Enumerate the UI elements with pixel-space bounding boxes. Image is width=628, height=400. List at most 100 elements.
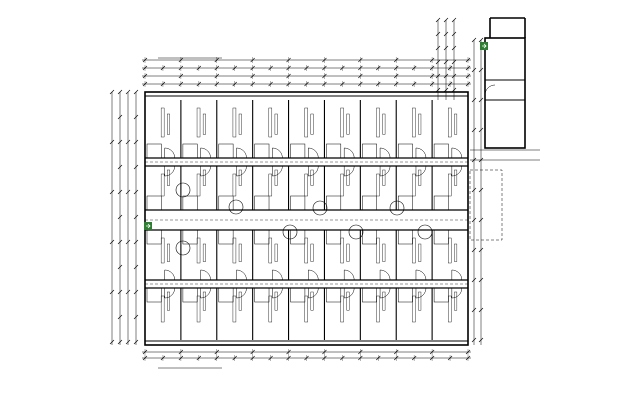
dimension-tick xyxy=(478,127,484,133)
door-swing-icon xyxy=(164,147,175,159)
room-area-text xyxy=(238,169,242,186)
room-label-block xyxy=(304,295,308,323)
dimension-lines xyxy=(109,17,484,369)
dimension-tick xyxy=(478,217,484,223)
dimension-tick xyxy=(125,139,131,145)
room-label-block xyxy=(232,295,237,323)
bathroom xyxy=(397,143,413,159)
bathroom xyxy=(433,287,449,303)
room-label-block xyxy=(376,237,380,264)
dimension-tick xyxy=(471,97,477,103)
exit-signs xyxy=(144,42,488,230)
room-area-text xyxy=(346,169,350,186)
room-label-block xyxy=(376,173,380,197)
room-area-text xyxy=(382,169,386,186)
room-area-text xyxy=(310,291,314,311)
column-round xyxy=(389,200,405,216)
dimension-tick xyxy=(133,239,139,245)
door-swing-icon xyxy=(415,147,427,159)
room-area-text xyxy=(382,291,386,311)
room-area-text xyxy=(167,243,170,262)
door-swing-icon xyxy=(164,287,175,299)
door-swing-icon xyxy=(343,165,355,177)
door-swing-icon xyxy=(236,287,247,299)
room-area-text xyxy=(202,291,206,311)
bathroom xyxy=(182,195,198,211)
room-label-block xyxy=(268,295,273,323)
column-round xyxy=(417,224,433,240)
bathroom xyxy=(182,143,198,159)
room-label-block xyxy=(196,173,201,197)
bathroom xyxy=(397,287,413,303)
dimension-tick xyxy=(443,17,449,23)
dimension-tick xyxy=(451,17,457,23)
bathroom xyxy=(362,195,377,211)
room-label-block xyxy=(160,237,165,264)
dimension-tick xyxy=(471,217,477,223)
dimension-tick xyxy=(443,31,449,37)
room-area-text xyxy=(346,291,350,311)
room-label-block xyxy=(340,295,344,323)
dimension-tick xyxy=(125,239,131,245)
room-area-text xyxy=(202,169,206,186)
bathroom xyxy=(362,143,377,159)
room-label-block xyxy=(232,107,237,138)
dimension-tick xyxy=(117,339,123,345)
bathroom xyxy=(290,143,306,159)
room-label-block xyxy=(232,237,237,264)
room-area-text xyxy=(346,113,350,135)
walls xyxy=(144,91,469,346)
dimension-tick xyxy=(133,314,139,320)
rooms xyxy=(146,100,458,340)
dimension-tick xyxy=(478,307,484,313)
door-swing-icon xyxy=(451,269,463,281)
dimension-tick xyxy=(125,289,131,295)
room-area-text xyxy=(238,291,242,311)
door-swing-icon xyxy=(343,287,355,299)
dimension-tick xyxy=(133,289,139,295)
bathroom xyxy=(326,195,342,211)
bathroom xyxy=(433,229,449,245)
room-label-block xyxy=(448,295,452,323)
room-area-text xyxy=(382,243,386,262)
door-swing-icon xyxy=(308,287,319,299)
dimension-tick xyxy=(109,139,115,145)
door-swing-icon xyxy=(415,269,427,281)
bathroom xyxy=(433,195,449,211)
room-label-block xyxy=(160,295,165,323)
bathroom xyxy=(326,229,342,245)
dimension-tick xyxy=(117,89,123,95)
dimension-tick xyxy=(471,247,477,253)
bathroom xyxy=(290,195,306,211)
door-swing-icon xyxy=(484,84,496,96)
door-swing-icon xyxy=(379,287,391,299)
dimension-tick xyxy=(471,127,477,133)
dimension-tick xyxy=(117,139,123,145)
room-area-text xyxy=(454,243,458,262)
room-area-text xyxy=(310,169,314,186)
room-area-text xyxy=(418,243,422,262)
doors xyxy=(164,147,463,299)
room-label-block xyxy=(160,173,165,197)
room-area-text xyxy=(167,169,170,186)
dimension-tick xyxy=(478,247,484,253)
bathroom xyxy=(254,229,270,245)
room-label-block xyxy=(304,173,308,197)
room-label-block xyxy=(304,237,308,264)
door-swing-icon xyxy=(272,165,283,177)
dimension-tick xyxy=(117,114,123,120)
bathroom xyxy=(290,287,306,303)
dimension-tick xyxy=(109,289,115,295)
bathroom xyxy=(182,287,198,303)
dimension-tick xyxy=(133,139,139,145)
door-swing-icon xyxy=(164,269,175,281)
door-swing-icon xyxy=(272,287,283,299)
dimension-tick xyxy=(109,189,115,195)
dimension-tick xyxy=(133,189,139,195)
dimension-tick xyxy=(471,307,477,313)
dimension-tick xyxy=(133,264,139,270)
door-swing-icon xyxy=(451,147,463,159)
door-swing-icon xyxy=(415,287,427,299)
room-area-text xyxy=(382,113,386,135)
bathroom xyxy=(146,229,162,245)
